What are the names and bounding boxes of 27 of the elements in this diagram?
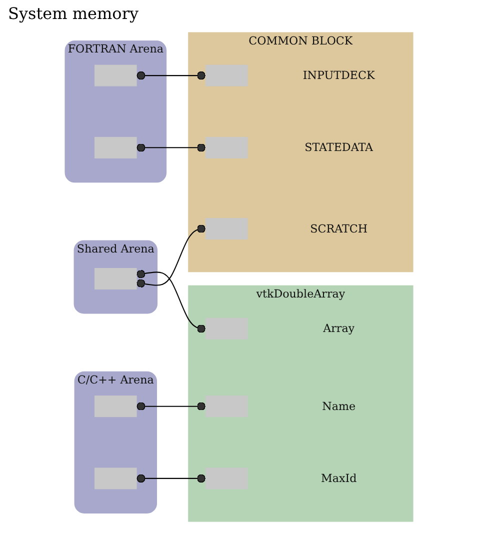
node-text: INPUTDECK	[302, 68, 375, 82]
cluster: C/C++ Arena	[74, 371, 158, 514]
connector	[136, 71, 206, 80]
node-text: Array	[323, 322, 355, 335]
node-bar	[94, 468, 137, 490]
node-bar	[205, 64, 248, 86]
node-text: Name	[322, 399, 356, 413]
connector	[136, 270, 206, 333]
diagram-title: System memory	[8, 4, 140, 23]
cluster: FORTRAN Arena	[64, 40, 167, 183]
connector	[136, 474, 206, 483]
node-text: MaxId	[320, 472, 357, 485]
node-text: STATEDATA	[304, 140, 374, 154]
node-bar	[205, 396, 248, 418]
node-bar	[205, 136, 248, 158]
node-bar	[205, 318, 248, 340]
connector	[136, 143, 206, 152]
node-bar	[94, 268, 137, 290]
node-bar	[205, 218, 248, 240]
connector	[136, 402, 206, 411]
connector	[136, 224, 206, 288]
node-bar	[94, 64, 137, 86]
node-bar	[205, 468, 248, 490]
node-bar	[94, 396, 137, 418]
node-bar	[94, 136, 137, 158]
node-text: SCRATCH	[310, 222, 368, 236]
cluster: Shared Arena	[74, 240, 158, 314]
